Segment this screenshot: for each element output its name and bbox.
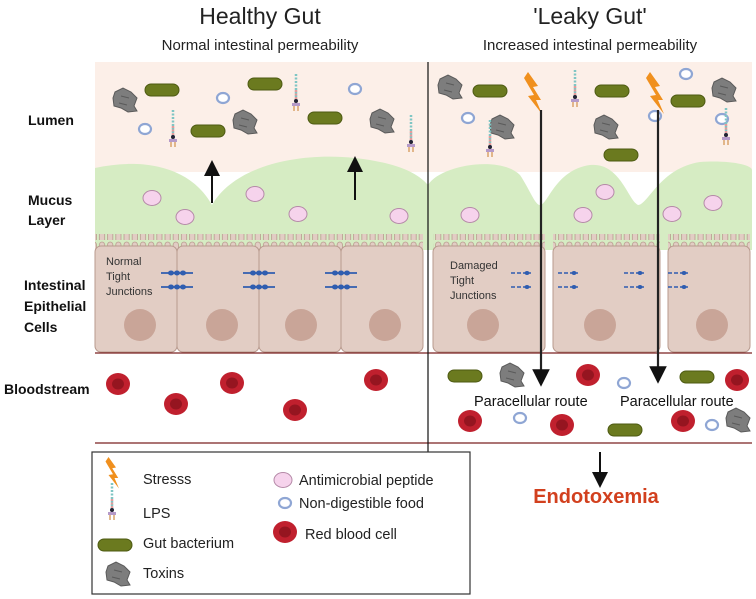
leaky-gut-subtitle: Increased intestinal permeability: [483, 37, 698, 54]
mucus-layer-leaky: [428, 161, 752, 250]
legend-lps: LPS: [143, 506, 170, 522]
legend-toxins: Toxins: [143, 566, 184, 582]
damaged-tight-junctions-label: Damaged Tight Junctions: [450, 260, 501, 302]
non-digestible-food-icon: [277, 496, 293, 510]
lumen-label: Lumen: [28, 112, 74, 128]
endotoxemia-label: Endotoxemia: [533, 486, 659, 508]
legend-red-blood-cell: Red blood cell: [305, 527, 397, 543]
antimicrobial-peptide-icon: [273, 472, 293, 488]
leaky-gut-title: 'Leaky Gut': [533, 3, 647, 29]
paracellular-route-label: Paracellular route: [474, 394, 588, 410]
gut-bacterium-icon: [97, 538, 133, 552]
healthy-lumen-contents: [112, 72, 417, 203]
lumen-region: [95, 62, 752, 172]
legend-gut-bacterium: Gut bacterium: [143, 536, 234, 552]
healthy-blood-cells: [106, 369, 388, 421]
epithelial-cells-healthy: [94, 234, 424, 353]
paracellular-route-label: Paracellular route: [620, 394, 734, 410]
legend: Stresss LPS Gut bacterium Toxins Antimic…: [91, 451, 471, 595]
red-blood-cell-icon: [273, 521, 297, 543]
mucus-layer-healthy: [95, 156, 428, 250]
legend-non-digestible-food: Non-digestible food: [299, 496, 424, 512]
bloodstream-label: Bloodstream: [4, 381, 90, 397]
healthy-gut-title: Healthy Gut: [199, 3, 321, 29]
legend-antimicrobial-peptide: Antimicrobial peptide: [299, 473, 434, 489]
healthy-gut-subtitle: Normal intestinal permeability: [162, 37, 359, 54]
normal-tight-junctions-label: Normal Tight Junctions: [106, 256, 153, 298]
legend-stress: Stresss: [143, 472, 191, 488]
